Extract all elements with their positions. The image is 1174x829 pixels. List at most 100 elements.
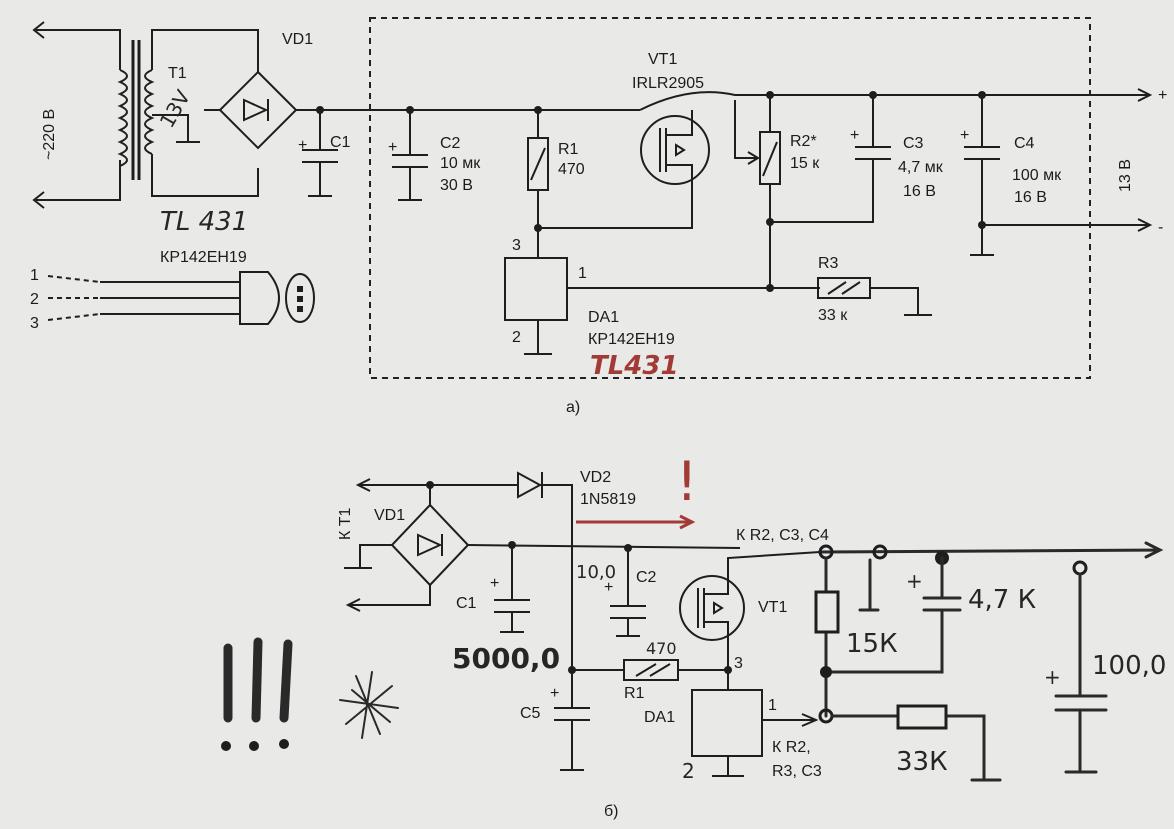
c3-value: 4,7 мк [898,159,944,176]
svg-text:+: + [388,139,397,156]
mains-arrow-bottom [32,191,60,209]
diagram-a: ~220 В T1 13V VD1 + C1 + [30,17,1167,416]
bridge-vd1-b [344,485,741,612]
da1-pin2: 2 [512,329,521,346]
output-plus: + [1158,87,1167,104]
c5-label: C5 [520,705,541,722]
r3-value: 33 к [818,307,848,324]
tl431-hand-note: TL 431 [160,207,248,237]
r2-value: 15 к [790,155,820,172]
svg-text:+: + [298,137,307,154]
caption-a: а) [566,399,580,416]
da1-pin3: 3 [512,237,521,254]
r1-name: R1 [558,141,579,158]
c4-b-hand-value: 100,0 [1092,651,1166,681]
da1-name: DA1 [588,309,619,326]
c2-b-hand-value: 10,0 [576,562,616,583]
package-to92 [47,271,316,325]
svg-text:+: + [960,127,969,144]
vd2-type: 1N5819 [580,491,636,508]
resistor-r1 [527,106,549,258]
da1-b-label: DA1 [644,709,675,726]
c2-value: 10 мк [440,155,481,172]
ic-da1 [504,257,932,355]
pinout-2: 2 [30,291,39,308]
mains-label: ~220 В [41,109,58,160]
svg-text:+: + [490,575,499,592]
pinout-1: 1 [30,267,39,284]
output-minus: - [1158,219,1163,236]
c4-value: 100 мк [1012,167,1062,184]
r2-name: R2* [790,133,817,150]
negative-output-arrow [982,218,1153,232]
c3-name: C3 [903,135,924,152]
svg-text:+: + [604,579,613,596]
da1-b-pin2: 2 [682,759,695,783]
transistor-vt1-b [679,551,821,690]
capacitor-c4: + [960,91,1000,256]
c1-b-label: C1 [456,595,477,612]
output-voltage: 13 В [1117,159,1134,192]
diode-vd2 [517,471,543,499]
r1-b-label: R1 [624,685,645,702]
da1-pin1: 1 [578,265,587,282]
node-bottom-label-2: R3, C3 [772,763,822,780]
capacitor-c2-b: + [604,544,646,637]
transistor-vt1 [538,110,710,229]
node-bottom-label-1: К R2, [772,739,811,756]
c2-b-label: C2 [636,569,657,586]
resistor-r1-b [572,659,732,681]
resistor-r3 [817,277,871,299]
exclamation-marks-hand [221,637,293,751]
output-section-b: + + [814,541,1164,782]
c1-b-hand-value: 5000,0 [452,642,560,675]
package-label: КР142ЕН19 [160,249,247,266]
c1-label: C1 [330,134,351,151]
regulator-dashed-box [369,17,1091,379]
asterisk-doodle [339,671,399,739]
r3-b-hand-value: 33К [896,747,948,777]
t1-hand-note: 13V [155,86,196,132]
svg-text:+: + [850,127,859,144]
capacitor-c1-b: + [490,541,530,633]
positive-rail-a [320,91,1150,111]
mains-arrow-top [32,21,60,39]
tl431-red-note: TL431 [590,351,679,381]
r2-b-hand-value: 15К [846,629,898,659]
r1-value: 470 [558,161,585,178]
c3-voltage: 16 В [903,183,936,200]
da1-b-pin1: 1 [768,697,777,714]
da1-type: КР142ЕН19 [588,331,675,348]
vt1-name: VT1 [648,51,677,68]
r3-name: R3 [818,255,839,272]
vd2-name: VD2 [580,469,611,486]
positive-output-arrow [1137,88,1153,102]
capacitor-c1: + [298,110,338,197]
red-arrow [576,514,696,530]
pinout-3: 3 [30,315,39,332]
ic-da1-b [691,689,819,777]
capacitor-c2: + [388,106,428,201]
c2-voltage: 30 В [440,177,473,194]
transformer-t1 [60,29,259,201]
capacitor-c5: + [550,666,590,771]
c4-voltage: 16 В [1014,189,1047,206]
diagram-b: VD2 1N5819 ! К Т1 VD1 + C1 5000,0 + C2 1… [221,450,1166,820]
c2-name: C2 [440,135,461,152]
kt1-label: К Т1 [337,507,354,540]
resistor-r2 [734,91,781,292]
vd1-label: VD1 [282,31,313,48]
c4-name: C4 [1014,135,1035,152]
vt1-b-label: VT1 [758,599,787,616]
r1-b-hand-value: 470 [646,639,677,658]
t1-label: T1 [168,65,187,82]
caption-b: б) [604,803,619,820]
svg-text:+: + [1044,665,1061,689]
exclamation-red: ! [676,450,698,513]
kt1-top-arrow [355,478,430,492]
capacitor-c3: + [770,91,891,223]
c3-b-hand-value: 4,7 К [968,585,1036,615]
svg-text:+: + [906,569,923,593]
